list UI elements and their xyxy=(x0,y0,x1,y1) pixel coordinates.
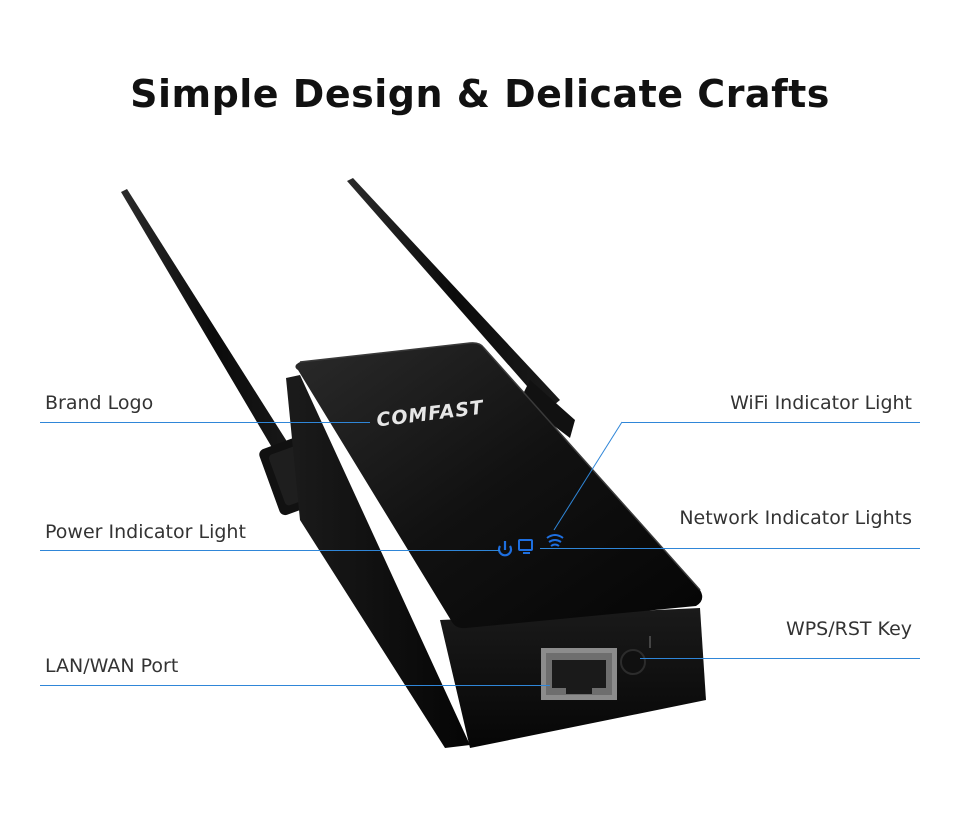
power-icon xyxy=(497,541,513,557)
wps-rst-button xyxy=(620,636,651,675)
repeater-body xyxy=(286,342,706,748)
wps-callout-line xyxy=(640,658,920,659)
wifi-callout-line xyxy=(622,422,920,423)
brand-logo-label: Brand Logo xyxy=(45,392,154,414)
wifi-icon xyxy=(546,534,564,547)
wps-rst-key-label: WPS/RST Key xyxy=(785,618,912,640)
lan-wan-callout-line xyxy=(40,685,550,686)
wifi-callout-connector xyxy=(553,421,623,531)
lan-wan-port-label: LAN/WAN Port xyxy=(45,655,179,677)
network-indicator-label: Network Indicator Lights xyxy=(679,507,912,529)
wifi-indicator-label: WiFi Indicator Light xyxy=(730,392,912,414)
power-callout-line xyxy=(40,550,500,551)
brand-logo-callout-line xyxy=(40,422,370,423)
right-antenna xyxy=(347,178,575,438)
lan-wan-port xyxy=(541,648,617,700)
network-callout-line xyxy=(540,548,920,549)
page-title: Simple Design & Delicate Crafts xyxy=(130,72,830,116)
network-icon xyxy=(518,539,533,554)
power-indicator-label: Power Indicator Light xyxy=(45,521,246,543)
